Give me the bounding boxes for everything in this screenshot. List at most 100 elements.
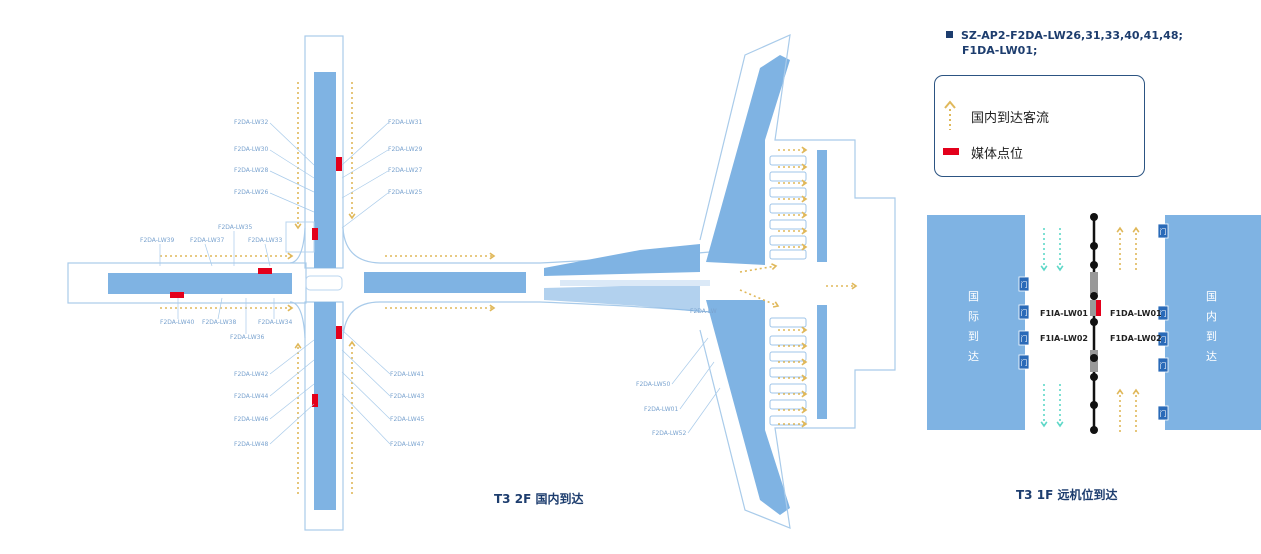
dom-zone-char: 达 [1206,350,1217,363]
north-pier-bridge-left [285,221,315,253]
media-spot [336,157,342,171]
lw-label: F2DA-LW29 [388,146,422,153]
door-label: 门 [1160,361,1167,370]
lw-label: F2DA-LW52 [652,430,686,437]
lw-label: F2DA-LW01 [644,406,678,413]
dom-zone-char: 到 [1206,330,1217,343]
east-wing-south [706,300,790,515]
gate-stand [769,335,807,346]
door-marker [1018,354,1030,370]
flow-arrow-head [801,326,808,334]
east-wing-north [706,55,790,265]
leader-line [341,192,389,229]
leader-line [269,170,315,193]
leader-line [264,243,271,267]
gate-stand [769,219,807,230]
leader-line [269,122,315,166]
lw-label: F2DA-LW40 [160,319,194,326]
central-hall [364,272,526,293]
lw-label: F2DA-LW31 [388,119,422,126]
leader-line [687,387,721,434]
flow-arrow-head [801,390,808,398]
gate-stand [769,383,807,394]
flow-arrow-head [1116,388,1124,395]
flow-arrow-head [801,227,808,235]
leader-line [341,122,389,166]
media-spot [1096,300,1101,316]
lw-label: F2DA-LW36 [230,334,264,341]
flow-arrow-head [801,146,808,154]
media-spots [170,157,342,407]
lw-label: F2DA-LW32 [234,119,268,126]
door-marker [1018,304,1030,320]
connector-walkway [560,280,710,286]
barrier-post [1090,292,1098,300]
connector-lower [544,284,700,312]
leader-line [269,339,315,375]
bullet-square-icon [946,31,953,38]
lw-label: F2DA-LW28 [234,167,268,174]
flow-arrow-head [1132,388,1140,395]
gate-stand [769,249,807,260]
legend-flow-row: 国内到达客流 [944,100,1049,130]
flow-arrow-head [1040,265,1048,272]
leader-line [679,361,715,410]
lw-label: F2DA-LW30 [234,146,268,153]
door-label: 门 [1021,358,1028,367]
flow-arrow-head [348,213,356,220]
barrier-post [1090,401,1098,409]
gate-label: F1IA-LW02 [1040,334,1088,343]
door-marker [1157,405,1169,421]
legend-media-label: 媒体点位 [971,147,1024,162]
gate-stand [769,235,807,246]
remote-flow-arrows [1040,226,1140,432]
flow-arrow-head [801,342,808,350]
barrier-post [1090,318,1098,326]
gate-stand [769,415,807,426]
gate-stand [769,171,807,182]
flow-arrow-head [489,304,496,312]
leader-line [341,149,389,179]
flow-arrow-head [772,301,780,308]
lw-labels: F2DA-LW32 F2DA-LW30 F2DA-LW28 F2DA-LW26 … [140,119,717,448]
door-label: 门 [1021,334,1028,343]
t3-2f-floor-plan: F2DA-LW32 F2DA-LW30 F2DA-LW28 F2DA-LW26 … [67,34,896,531]
flow-arrow-head [1040,421,1048,428]
hub-connector [305,275,343,291]
flow-arrow-head [801,358,808,366]
flow-arrow-head [1132,226,1140,233]
leader-line [217,297,223,320]
gate-stand [769,367,807,378]
flow-arrow-head [801,179,808,187]
lw-label: F2DA-LW41 [390,371,424,378]
flow-arrow-icon [944,100,956,130]
flow-arrow-head [771,263,778,271]
door-marker [1018,276,1030,292]
flow-arrow-head [489,252,496,260]
legend-box: 国内到达客流 媒体点位 [934,75,1145,177]
lw-label: F2DA-LW38 [202,319,236,326]
intl-zone-char: 国 [968,290,979,303]
door-marker [1157,357,1169,373]
media-spot-icon [943,148,959,155]
flow-arrow-head [1056,265,1064,272]
leader-line [204,243,213,267]
media-leader-lines [159,122,721,445]
lw-label: F2DA-LW46 [234,416,268,423]
flow-arrow-head [801,211,808,219]
domestic-flow-arrows [160,82,858,494]
lw-label: F2DA-LW39 [140,237,174,244]
barrier-post [1090,426,1098,434]
leader-line [269,149,315,179]
lw-label: F2DA-LW33 [248,237,282,244]
east-hall-bar-south [817,305,827,419]
connector-upper [544,244,700,276]
intl-zone-char: 到 [968,330,979,343]
door-label: 门 [1021,308,1028,317]
door-marker [1157,223,1169,239]
leader-line [671,337,709,385]
leader-line [341,393,391,445]
spec-line: F1DA-LW01; [962,44,1038,57]
door-label: 门 [1021,280,1028,289]
door-marker [1157,331,1169,347]
